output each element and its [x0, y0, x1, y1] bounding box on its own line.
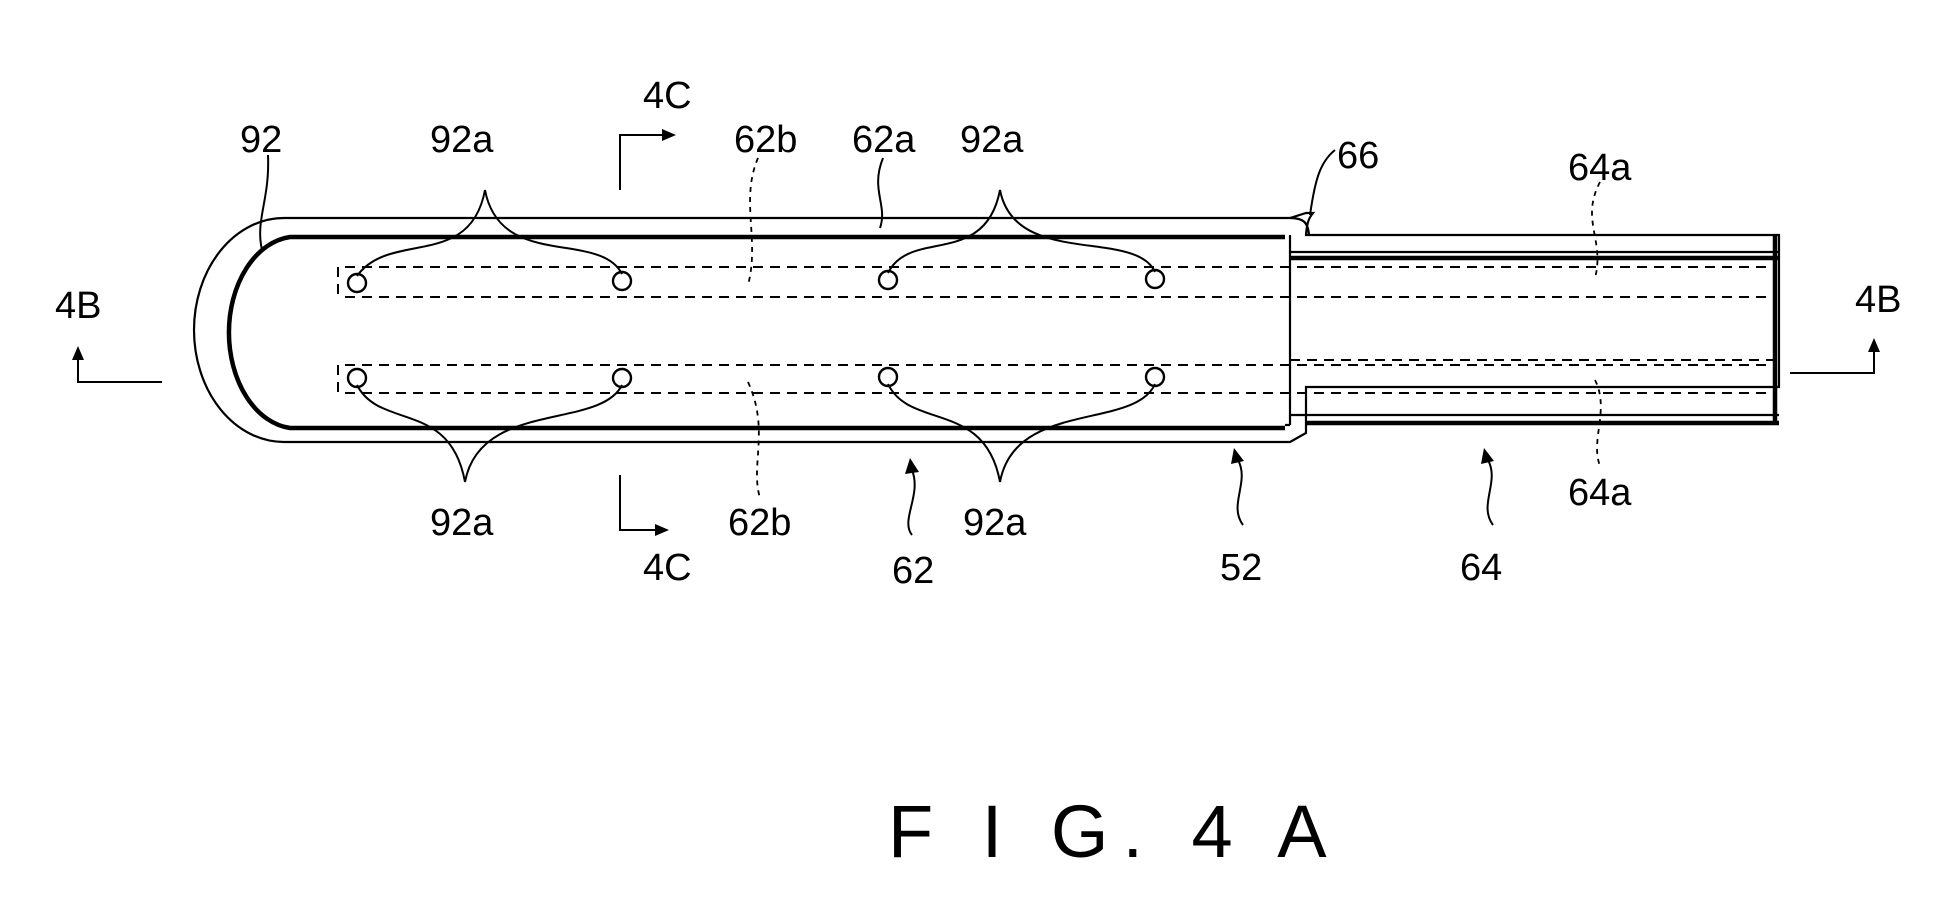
pointer-52 [1238, 460, 1243, 525]
figure-caption: F I G. 4 A [888, 790, 1341, 873]
pointer-64 [1488, 460, 1493, 525]
leader-64a-top [1592, 182, 1600, 278]
label-92a-top-left: 92a [430, 119, 494, 161]
label-92a-bottom-right: 92a [963, 502, 1027, 544]
label-4b-right: 4B [1855, 279, 1901, 321]
leader-92 [260, 155, 268, 250]
brace-92a-bottom-left [357, 385, 622, 482]
outer-sheath-outline [194, 213, 1779, 442]
section-arrow-4b-left-head [72, 346, 84, 360]
lumen-upper [338, 267, 1775, 297]
section-arrow-4b-left [78, 358, 162, 382]
hole-92a [348, 369, 366, 387]
label-62a: 62a [852, 119, 916, 161]
pointer-62 [908, 470, 914, 535]
brace-92a-bottom-right [888, 384, 1155, 482]
label-92: 92 [240, 119, 282, 161]
inner-tip-outline [1285, 235, 1290, 425]
section-arrow-4c-top-head [662, 129, 676, 141]
section-arrow-4b-right-head [1868, 338, 1880, 352]
label-52: 52 [1220, 547, 1262, 589]
label-92a-bottom-left: 92a [430, 502, 494, 544]
hole-92a [879, 368, 897, 386]
inner-wall-62 [229, 237, 1285, 428]
section-arrow-4c-bottom [620, 475, 655, 530]
section-arrow-4c-bottom-head [655, 524, 669, 536]
label-64: 64 [1460, 547, 1502, 589]
hole-92a [879, 271, 897, 289]
brace-92a-top-right [888, 190, 1155, 273]
label-64a-bottom: 64a [1568, 472, 1632, 514]
pointer-52-head [1231, 448, 1244, 464]
section-arrow-4c-top [620, 135, 662, 190]
hole-92a [613, 272, 631, 290]
label-66: 66 [1337, 135, 1379, 177]
lumen-lower [338, 365, 1775, 393]
hole-92a [1146, 270, 1164, 288]
leader-62b-bottom [748, 382, 760, 498]
pointer-64-head [1481, 448, 1494, 464]
label-62b-top: 62b [734, 119, 797, 161]
label-4c-top: 4C [643, 75, 692, 117]
pointer-62-head [905, 458, 919, 474]
label-62: 62 [892, 550, 934, 592]
label-62b-bottom: 62b [728, 502, 791, 544]
brace-92a-top-left [357, 190, 622, 276]
hole-92a [613, 369, 631, 387]
label-92a-top-right: 92a [960, 119, 1024, 161]
leader-66 [1310, 150, 1335, 215]
label-4b-left: 4B [55, 285, 101, 327]
section-arrow-4b-right [1790, 350, 1874, 373]
label-4c-bottom: 4C [643, 547, 692, 589]
leader-62b-top [748, 158, 758, 285]
hole-92a [348, 274, 366, 292]
hole-92a [1146, 368, 1164, 386]
label-64a-top: 64a [1568, 147, 1632, 189]
